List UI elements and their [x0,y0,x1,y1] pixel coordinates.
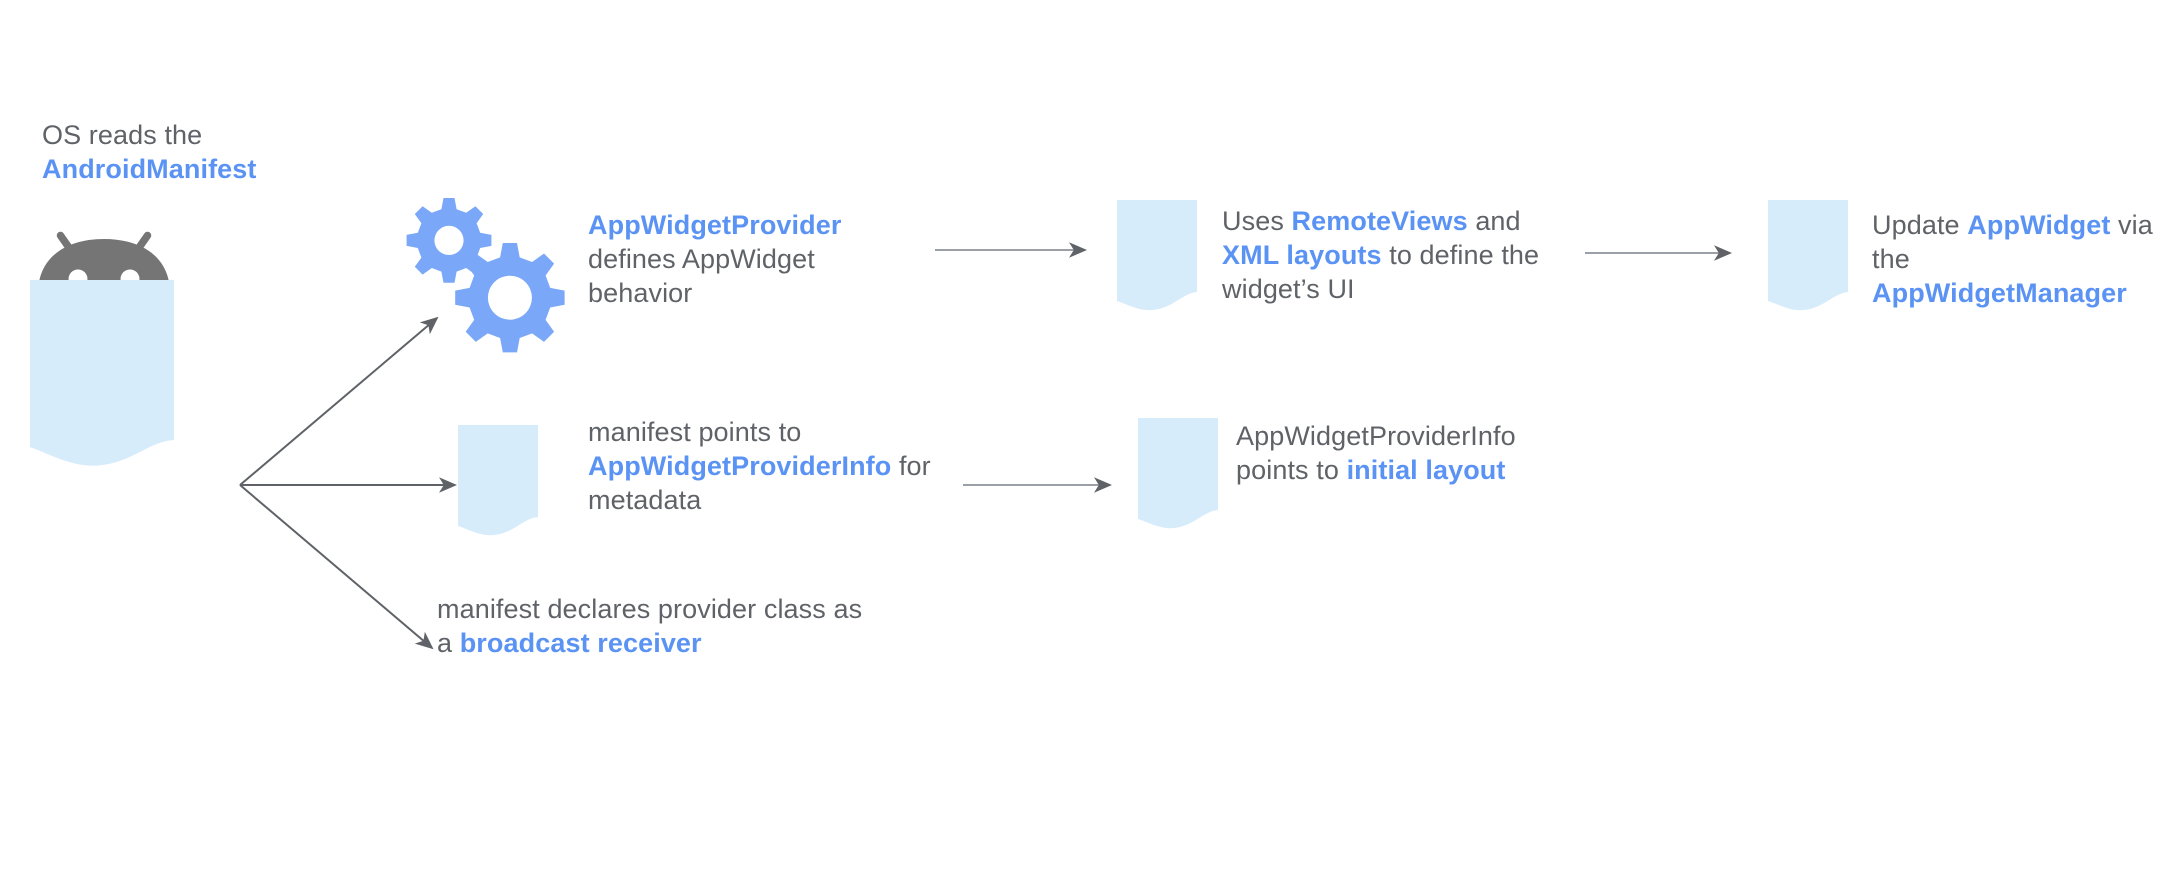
providerinfo-line3: metadata [588,485,702,515]
node-appwidgetprovider-icon[interactable] [398,198,578,360]
document-icon [1117,200,1197,311]
edge-manifest-to-broadcast [239,484,434,650]
remoteviews-line1: Uses RemoteViews and [1222,204,1539,238]
node-manifest[interactable] [30,215,250,615]
update-line1-accent: AppWidget [1967,210,2111,240]
remoteviews-line2: XML layouts to define the [1222,238,1539,272]
remoteviews-caption: Uses RemoteViews and XML layouts to defi… [1222,204,1539,306]
node-remoteviews-doc[interactable] [1117,200,1203,320]
node-providerinfo-doc[interactable] [458,425,544,545]
remoteviews-line3: widget’s UI [1222,274,1355,304]
initiallayout-line1: AppWidgetProviderInfo [1236,421,1516,451]
remoteviews-line1-accent: RemoteViews [1291,206,1468,236]
broadcast-line2-accent: broadcast receiver [459,628,702,658]
update-caption: Update AppWidget via the AppWidgetManage… [1872,208,2153,310]
providerinfo-line2-accent: AppWidgetProviderInfo [588,451,892,481]
initiallayout-line2-accent: initial layout [1346,455,1506,485]
remoteviews-line2-accent: XML layouts [1222,240,1382,270]
manifest-caption-line1: OS reads the [42,120,203,150]
update-line1-post: via [2110,210,2153,240]
remoteviews-line2-post: to define the [1381,240,1540,270]
update-line1: Update AppWidget via [1872,208,2153,242]
broadcast-line2-pre: a [437,628,460,658]
document-icon [1138,418,1218,529]
appwidgetprovider-line1: AppWidgetProvider [588,210,842,240]
appwidgetprovider-line2: defines AppWidget [588,244,815,274]
providerinfo-caption: manifest points to AppWidgetProviderInfo… [588,415,931,517]
update-line1-pre: Update [1872,210,1968,240]
initiallayout-line2: points to initial layout [1236,453,1516,487]
update-line3-accent: AppWidgetManager [1872,278,2127,308]
appwidgetprovider-caption: AppWidgetProvider defines AppWidget beha… [588,208,841,310]
providerinfo-line2-post: for [891,451,931,481]
node-update-doc[interactable] [1768,200,1854,320]
broadcast-line1: manifest declares provider class as [437,594,863,624]
node-initiallayout-doc[interactable] [1138,418,1224,538]
document-icon [458,425,538,536]
broadcast-caption: manifest declares provider class as a br… [437,592,862,660]
remoteviews-line1-post: and [1467,206,1521,236]
initiallayout-line2-pre: points to [1236,455,1347,485]
update-line2: the [1872,244,1910,274]
manifest-caption: OS reads the AndroidManifest [42,118,257,186]
providerinfo-line2: AppWidgetProviderInfo for [588,449,931,483]
appwidgetprovider-line3: behavior [588,278,693,308]
broadcast-line2: a broadcast receiver [437,626,862,660]
document-icon [1768,200,1848,311]
gears-icon [406,198,565,353]
remoteviews-line1-pre: Uses [1222,206,1292,236]
providerinfo-line1: manifest points to [588,417,802,447]
initiallayout-caption: AppWidgetProviderInfo points to initial … [1236,419,1516,487]
document-icon-overlay [30,280,174,466]
manifest-caption-line2: AndroidManifest [42,154,257,184]
